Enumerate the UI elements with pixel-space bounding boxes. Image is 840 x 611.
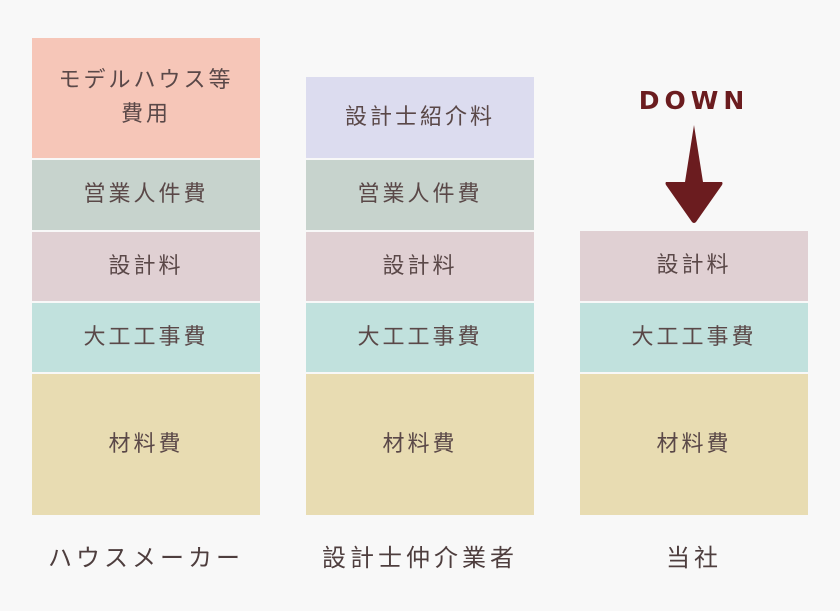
block-label: 材料費 — [382, 431, 458, 457]
block-model-house-cost: モデルハウス等 費用 — [32, 38, 260, 158]
block-label: 材料費 — [656, 431, 732, 457]
block-design-fee: 設計料 — [306, 232, 534, 301]
block-materials: 材料費 — [306, 374, 534, 515]
block-carpentry: 大工工事費 — [306, 303, 534, 372]
block-label: 材料費 — [108, 431, 184, 457]
block-carpentry: 大工工事費 — [32, 303, 260, 372]
column-label: ハウスメーカー — [48, 544, 244, 572]
block-sales-personnel: 営業人件費 — [306, 160, 534, 230]
block-label: 大工工事費 — [631, 324, 757, 350]
block-introduction-fee: 設計士紹介料 — [306, 77, 534, 158]
block-design-fee: 設計料 — [580, 231, 808, 301]
block-label: 大工工事費 — [83, 324, 209, 350]
block-label: 設計士紹介料 — [344, 104, 495, 130]
column-label: 設計士仲介業者 — [322, 544, 518, 572]
column-house-maker: モデルハウス等 費用 営業人件費 設計料 大工工事費 材料費 ハウスメーカー — [32, 0, 260, 611]
block-label: 大工工事費 — [357, 324, 483, 350]
block-label: 営業人件費 — [357, 182, 483, 207]
block-sales-personnel: 営業人件費 — [32, 160, 260, 230]
down-arrow-icon — [665, 125, 723, 223]
block-materials: 材料費 — [32, 374, 260, 515]
block-materials: 材料費 — [580, 374, 808, 515]
block-label: 設計料 — [656, 253, 732, 278]
block-label: 設計料 — [108, 253, 184, 279]
block-design-fee: 設計料 — [32, 232, 260, 301]
column-label: 当社 — [666, 544, 722, 572]
block-label: 設計料 — [382, 253, 458, 279]
column-our-company: 設計料 大工工事費 材料費 当社 — [580, 0, 808, 611]
block-carpentry: 大工工事費 — [580, 303, 808, 372]
block-label: 費用 — [120, 102, 171, 127]
block-label: モデルハウス等 — [58, 68, 234, 93]
block-label: 営業人件費 — [83, 182, 209, 207]
down-label: DOWN — [638, 86, 750, 115]
column-architect-broker: 設計士紹介料 営業人件費 設計料 大工工事費 材料費 設計士仲介業者 — [306, 0, 534, 611]
